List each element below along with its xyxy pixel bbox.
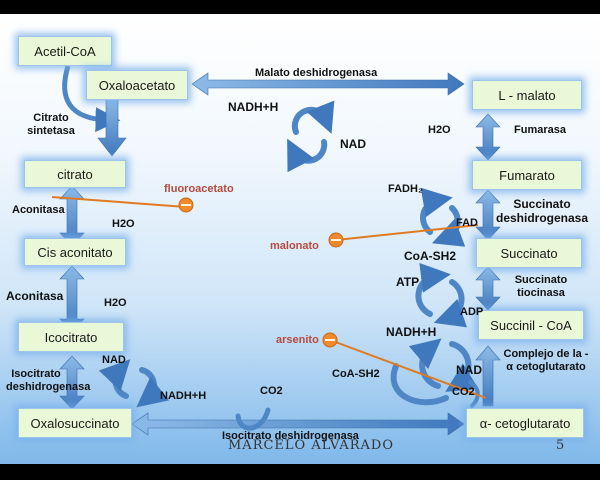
atp-adp-cycle [415,262,468,328]
metabolite-acetil-coa: Acetil-CoA [18,36,112,66]
enzyme-complejo-line2: α cetoglutarato [506,360,586,373]
enzyme-succinato-tiocinasa-line2: tiocinasa [517,286,565,299]
metabolite-fumarato: Fumarato [472,160,582,190]
enzyme-isocitrato-dh: Isocitrato deshidrogenasa [6,368,91,393]
cofactor-nadh-left: NADH+H [160,390,207,402]
cofactor-fadh2: FADH₂ [388,183,423,195]
acetil-coa-curve-arrow [62,65,121,133]
arrow-oxaloacetato-citrato [97,97,127,157]
enzyme-complejo-cetoglutarato: Complejo de la - α cetoglutarato [500,348,592,373]
enzyme-succinato-tiocinasa: Succinato tiocinasa [508,274,574,299]
metabolite-oxalosuccinato: Oxalosuccinato [18,408,132,438]
metabolite-succinato: Succinato [476,238,582,268]
enzyme-fumarasa: Fumarasa [514,124,566,136]
footer-page-number: 5 [556,438,565,453]
cofactor-fad: FAD [456,217,478,229]
arsenito-inhibition-line [329,339,487,399]
cofactor-nadh-top: NADH+H [228,100,279,114]
footer-author: MARCELO ALVARADO [228,438,394,453]
arrow-malato-dh [191,72,465,96]
cofactor-nadh-right: NADH+H [386,325,437,339]
enzyme-succinato-dh-line1: Succinato [513,197,571,211]
enzyme-isocitrato-dh-line2: deshidrogenasa [6,380,91,393]
cycle-arrows [51,65,501,436]
metabolite-l-malato: L - malato [472,80,582,110]
metabolite-succinil-coa: Succinil - CoA [478,310,584,340]
cofactor-nad-top: NAD [340,137,366,151]
krebs-cycle-slide: Acetil-CoA Oxaloacetato citrato Cis acon… [0,14,600,464]
metabolite-alfa-cetoglutarato: α- cetoglutarato [466,408,584,438]
arsenito-inhibitor-marker [322,332,338,348]
cofactor-adp: ADP [460,306,484,318]
inhibitor-malonato: malonato [270,240,319,252]
cofactor-atp: ATP [396,275,420,289]
cofactor-h2o-right: H2O [428,124,451,136]
enzyme-citrato-sintetasa-line1: Citrato [33,112,69,124]
arrow-succinato-succinil [475,266,501,311]
metabolite-oxaloacetato: Oxaloacetato [86,70,188,100]
enzyme-citrato-sintetasa-line2: sintetasa [27,124,75,137]
nad-nadh-left-cycle [98,359,170,408]
nad-nadh-right-cycle [408,338,479,392]
fadh2-fad-cycle [420,187,466,247]
enzyme-isocitrato-dh-line1: Isocitrato [11,368,61,380]
fluoroacetato-inhibition-line [51,196,187,208]
enzyme-aconitasa-1: Aconitasa [12,204,65,216]
arrow-cetoglutarato-succinil [475,345,501,407]
cofactor-h2o-left-1: H2O [112,218,135,230]
enzyme-complejo-line1: Complejo de la - [503,348,589,360]
fluoroacetato-inhibitor-marker [178,197,194,213]
metabolite-icocitrato: Icocitrato [18,322,124,352]
enzyme-malato-dh: Malato deshidrogenasa [255,67,378,79]
metabolite-cis-aconitato: Cis aconitato [24,238,126,266]
malonato-inhibitor-marker [328,232,344,248]
arrow-malato-fumarato [475,113,501,161]
cofactor-coa-sh2-bottom: CoA-SH2 [332,368,380,380]
co2-release-curve [235,407,271,431]
malonato-inhibition-line [335,224,479,241]
nadh-nad-top-cycle [287,100,335,173]
enzyme-aconitasa-2: Aconitasa [6,289,64,303]
enzyme-isocitrato-dh-bottom: Isocitrato deshidrogenasa [222,430,359,442]
enzyme-citrato-sintetasa: Citrato sintetasa [26,112,76,137]
coa-sh2-curve [390,363,449,406]
enzyme-succinato-dh-line2: deshidrogenasa [495,210,589,225]
enzyme-succinato-tiocinasa-line1: Succinato [514,274,568,286]
cofactor-co2-bottom: CO2 [260,385,283,397]
cofactor-nad-left: NAD [102,354,126,366]
inhibitor-arsenito: arsenito [276,334,319,346]
enzyme-succinato-dh: Succinato deshidrogenasa [494,197,590,226]
cofactor-co2-right: CO2 [452,386,475,398]
cofactor-nad-right: NAD [456,363,482,377]
metabolite-citrato: citrato [24,160,126,188]
arrow-isocitrato-dh [131,412,465,436]
cofactor-coa-sh2-right: CoA-SH2 [404,249,457,263]
inhibitor-fluoroacetato: fluoroacetato [164,183,234,195]
cofactor-h2o-left-2: H2O [104,297,127,309]
